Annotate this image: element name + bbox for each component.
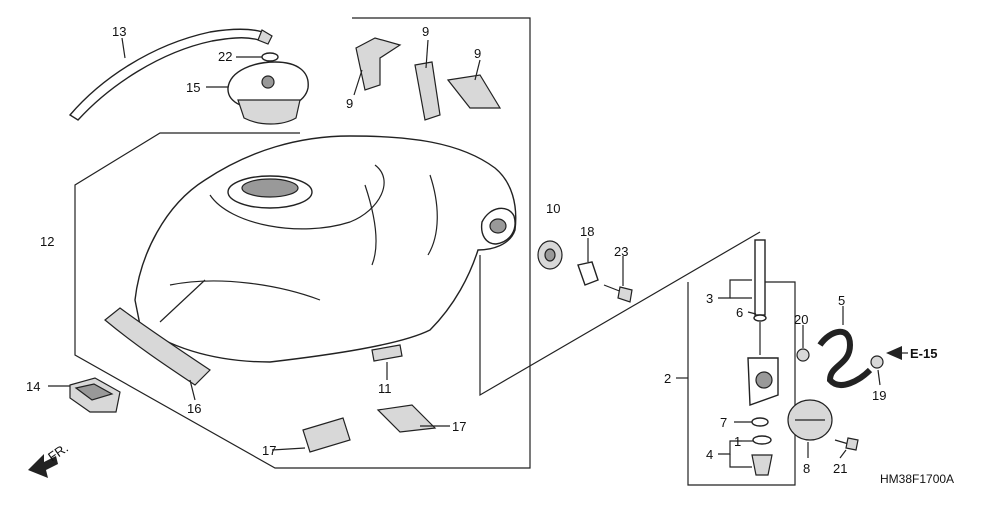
callout-12: 12 <box>40 234 54 249</box>
hose-clips <box>796 348 884 369</box>
callout-13: 13 <box>112 24 126 39</box>
fuel-hose <box>817 328 873 388</box>
fuel-cock <box>747 239 779 476</box>
callout-7: 7 <box>720 415 727 430</box>
foam-pads <box>302 404 437 453</box>
cap-seal <box>261 52 279 62</box>
callout-9c: 9 <box>474 46 481 61</box>
leader-lines <box>48 37 881 468</box>
reference-e15: E-15 <box>910 346 937 361</box>
callout-9a: 9 <box>346 96 353 111</box>
fuel-tank <box>134 135 517 363</box>
collar <box>577 261 599 286</box>
diagram-code: HM38F1700A <box>880 472 954 486</box>
callout-20: 20 <box>794 312 808 327</box>
fuel-cap <box>227 61 309 125</box>
callout-23: 23 <box>614 244 628 259</box>
callout-9b: 9 <box>422 24 429 39</box>
callout-15: 15 <box>186 80 200 95</box>
callout-14: 14 <box>26 379 40 394</box>
screw <box>834 437 859 451</box>
callout-6: 6 <box>736 305 743 320</box>
callout-4: 4 <box>706 447 713 462</box>
callout-19: 19 <box>872 388 886 403</box>
callout-1: 1 <box>734 434 741 449</box>
callout-21: 21 <box>833 461 847 476</box>
mount-block <box>69 377 121 413</box>
reference-arrow <box>886 346 908 360</box>
lever-plate <box>787 399 833 441</box>
callout-3: 3 <box>706 291 713 306</box>
grommet <box>537 240 563 270</box>
lower-pad <box>104 307 211 386</box>
assembly-outline <box>74 17 796 486</box>
callout-16: 16 <box>187 401 201 416</box>
small-cushion <box>371 344 403 362</box>
callout-17b: 17 <box>452 419 466 434</box>
callout-5: 5 <box>838 293 845 308</box>
callout-8: 8 <box>803 461 810 476</box>
callout-17a: 17 <box>262 443 276 458</box>
front-direction-arrow <box>28 454 58 478</box>
bolt <box>603 284 633 303</box>
callout-11: 11 <box>378 381 392 396</box>
callout-10: 10 <box>546 201 560 216</box>
callout-18: 18 <box>580 224 594 239</box>
callout-labels: 13 22 15 9 9 9 12 10 18 23 14 16 11 17 1… <box>26 24 954 486</box>
callout-22: 22 <box>218 49 232 64</box>
callout-2: 2 <box>664 371 671 386</box>
breather-hose <box>68 28 273 121</box>
